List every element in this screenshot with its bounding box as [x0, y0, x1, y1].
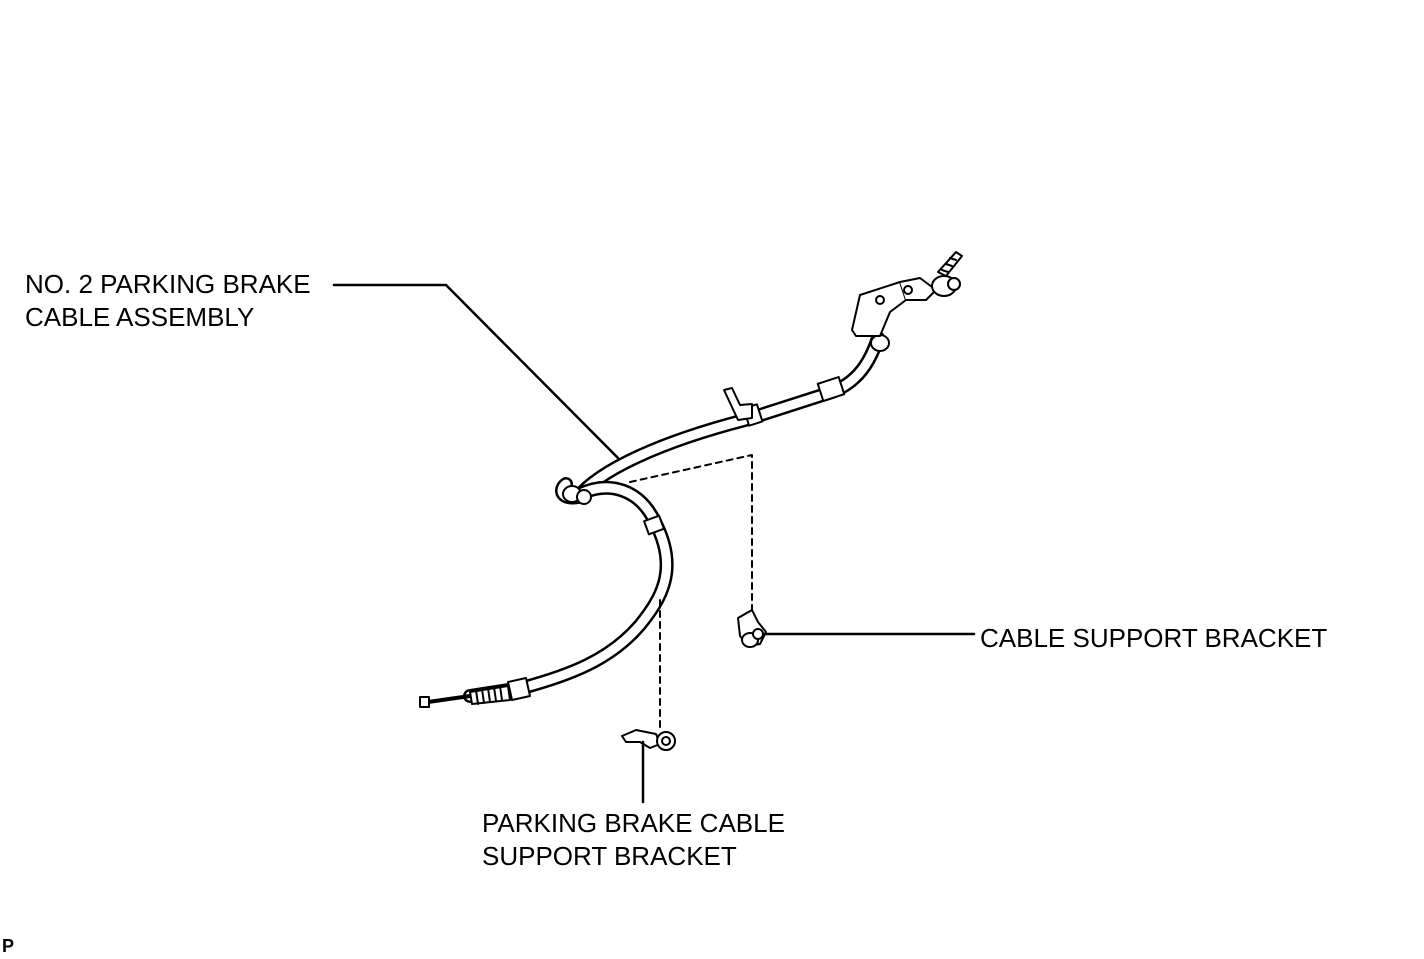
- leader-lines: [332, 283, 976, 804]
- pb-cable-support-bracket-part: [621, 729, 676, 751]
- cable-fittings: [419, 334, 890, 708]
- cable-clip: [723, 387, 753, 421]
- label-cable-support-bracket: CABLE SUPPORT BRACKET: [980, 623, 1328, 653]
- label-cable-assembly-line1: NO. 2 PARKING BRAKE: [25, 269, 311, 299]
- figure-code: P: [2, 936, 15, 956]
- label-cable-assembly: NO. 2 PARKING BRAKE CABLE ASSEMBLY: [25, 268, 311, 334]
- label-pb-cable-support-bracket: PARKING BRAKE CABLE SUPPORT BRACKET: [482, 807, 785, 873]
- cable-end-bracket: [851, 251, 963, 337]
- parking-brake-cable: [426, 331, 885, 704]
- label-cable-assembly-line2: CABLE ASSEMBLY: [25, 302, 255, 332]
- assembly-dashed-lines: [629, 454, 753, 729]
- leader-cable-assembly: [332, 283, 620, 460]
- label-pb-cable-support-bracket-line1: PARKING BRAKE CABLE: [482, 808, 785, 838]
- cable-support-bracket-part: [737, 609, 767, 648]
- label-pb-cable-support-bracket-line2: SUPPORT BRACKET: [482, 841, 737, 871]
